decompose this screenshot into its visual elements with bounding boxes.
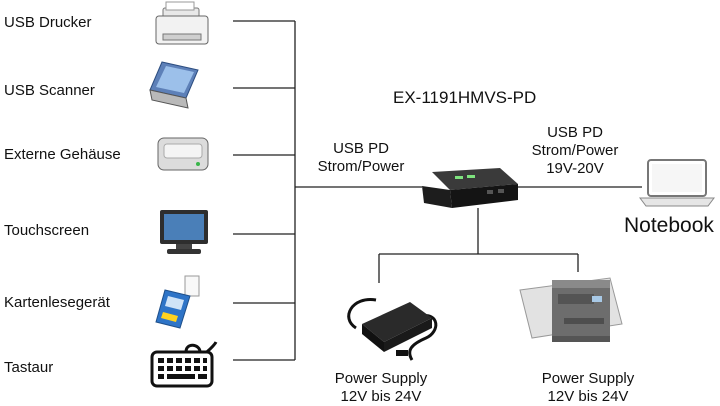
device-label-tastaur: Tastaur <box>4 359 54 376</box>
power-supply-1-line1: Power Supply <box>334 370 428 387</box>
notebook-icon <box>639 159 715 207</box>
power-supply-2-line2: 12V bis 24V <box>547 388 629 405</box>
left-link-line2: Strom/Power <box>317 158 405 175</box>
device-label-touchscreen: Touchscreen <box>4 222 90 239</box>
right-link-line2: Strom/Power <box>531 142 619 159</box>
scanner-icon <box>149 61 199 109</box>
notebook-label: Notebook <box>624 214 714 237</box>
power-supply-label-1: Power Supply 12V bis 24V <box>326 370 436 406</box>
power-supply-label-2: Power Supply 12V bis 24V <box>533 370 643 406</box>
external-drive-icon <box>157 137 209 171</box>
touchscreen-icon <box>160 210 208 254</box>
device-label-kartenlesegeraet: Kartenlesegerät <box>4 294 110 311</box>
hub-model-label: EX-1191HMVS-PD <box>393 88 537 107</box>
keyboard-icon <box>150 341 218 388</box>
power-adapter-icon <box>347 298 438 361</box>
din-rail-psu-icon <box>519 277 623 342</box>
device-label-externe-gehaeuse: Externe Gehäuse <box>4 146 121 163</box>
device-label-usb-drucker: USB Drucker <box>4 14 92 31</box>
usb-hub-icon <box>422 168 518 208</box>
right-link-line1: USB PD <box>547 124 603 141</box>
right-link-label: USB PD Strom/Power 19V-20V <box>520 124 630 178</box>
left-link-line1: USB PD <box>333 140 389 157</box>
printer-icon <box>155 1 209 45</box>
power-supply-2-line1: Power Supply <box>541 370 635 387</box>
power-supply-1-line2: 12V bis 24V <box>340 388 422 405</box>
device-label-usb-scanner: USB Scanner <box>4 82 95 99</box>
left-link-label: USB PD Strom/Power <box>306 140 416 176</box>
right-link-line3: 19V-20V <box>546 160 604 177</box>
card-reader-icon <box>155 275 200 329</box>
